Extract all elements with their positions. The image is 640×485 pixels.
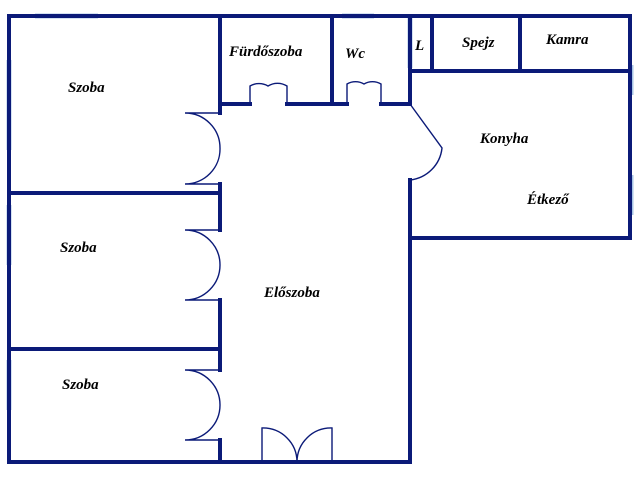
doors [184, 81, 443, 463]
door-szoba-3 [184, 369, 221, 441]
room-label-szoba-1: Szoba [68, 80, 105, 96]
room-label-eloszoba: Előszoba [264, 285, 320, 301]
room-label-l: L [415, 38, 425, 54]
walls [7, 14, 632, 464]
room-label-spejz: Spejz [462, 35, 495, 51]
room-label-kamra: Kamra [546, 32, 589, 48]
room-label-konyha: Konyha [480, 131, 529, 147]
door-konyha [409, 103, 443, 181]
room-label-wc: Wc [345, 46, 365, 62]
door-furdoszoba [249, 82, 288, 104]
room-label-etkezo: Étkező [527, 192, 569, 208]
door-szoba-2 [184, 229, 221, 301]
door-entrance [261, 427, 333, 463]
room-label-furdoszoba: Fürdőszoba [229, 44, 303, 60]
door-szoba-1 [184, 112, 221, 185]
door-wc [346, 81, 382, 104]
room-label-szoba-3: Szoba [62, 377, 99, 393]
room-label-szoba-2: Szoba [60, 240, 97, 256]
